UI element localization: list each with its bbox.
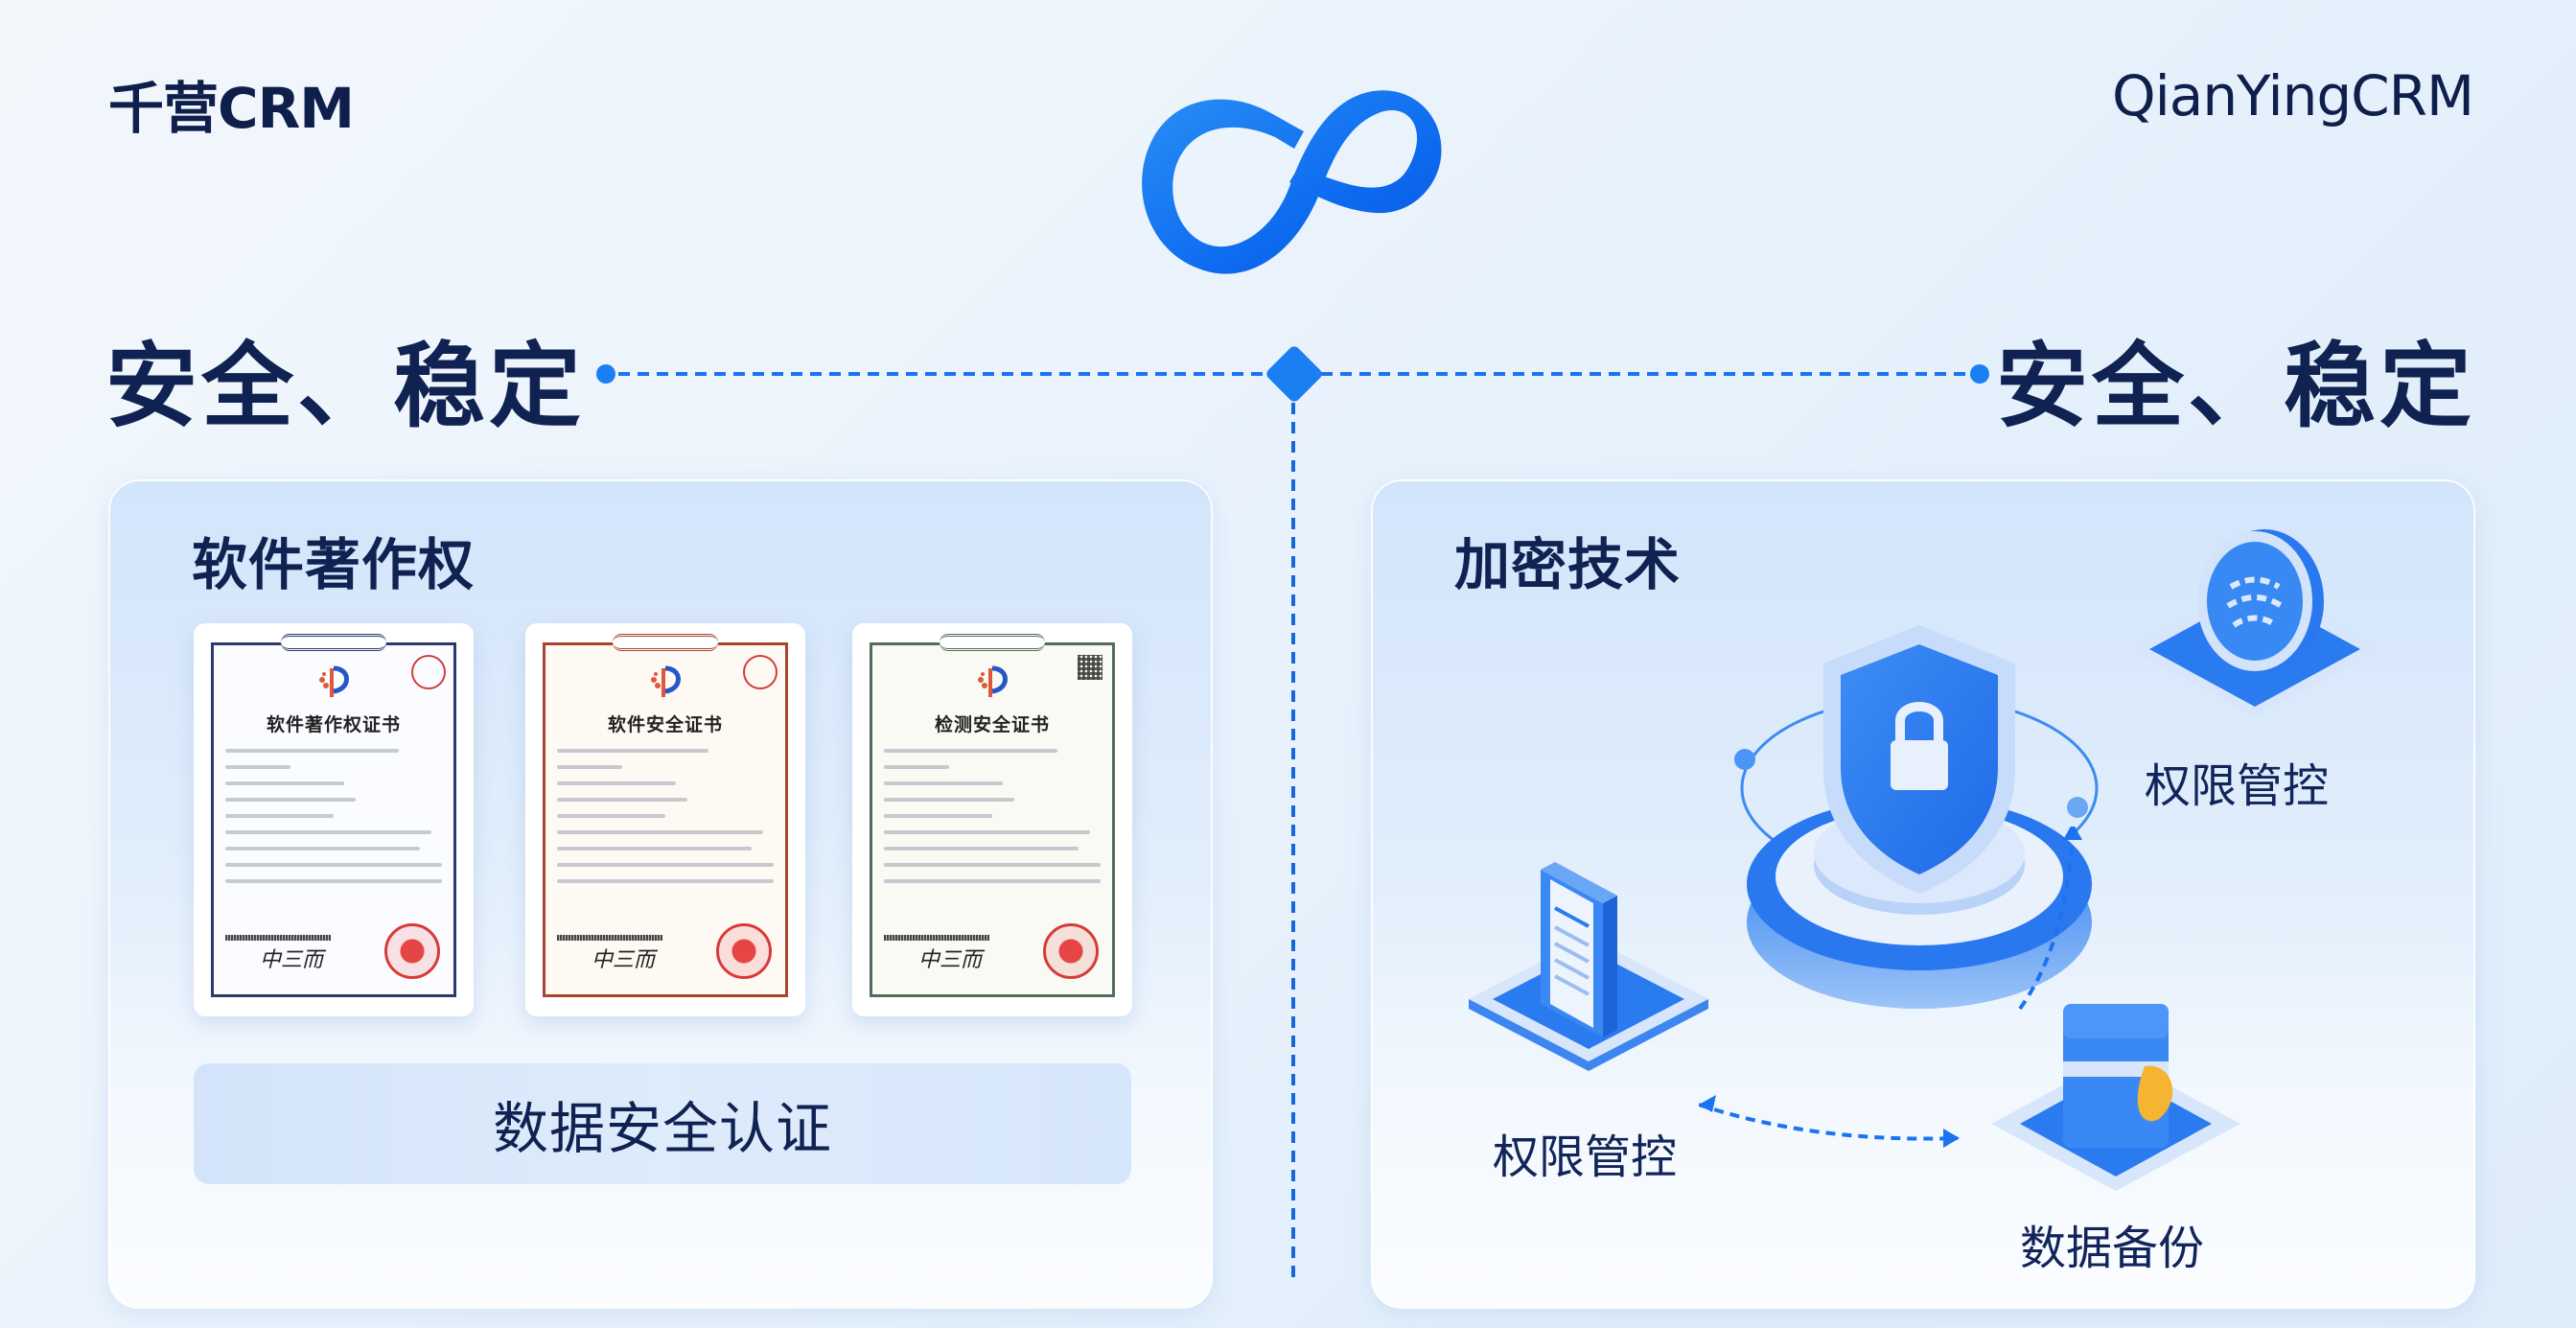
data-security-badge: 数据安全认证	[194, 1063, 1131, 1184]
dashed-connector-left	[618, 372, 1270, 376]
certificate-title: 软件著作权证书	[266, 714, 401, 735]
barcode-icon	[884, 935, 989, 941]
certificate-text-lines	[225, 749, 442, 896]
certificate-signature: 中三而	[592, 948, 656, 972]
copyright-panel: 软件著作权 软件著作权证书 中三而	[108, 479, 1213, 1309]
connector-dot-right	[1970, 364, 1989, 384]
emblem-icon	[651, 665, 681, 697]
node-label: 数据备份	[2020, 1222, 2205, 1275]
certificate-title: 检测安全证书	[934, 714, 1050, 735]
stamp-icon	[743, 655, 777, 689]
certificate-signature: 中三而	[260, 948, 324, 972]
document-icon	[1469, 862, 1708, 1071]
certificate-card[interactable]: 软件安全证书 中三而	[525, 623, 805, 1016]
official-seal-icon	[384, 923, 440, 979]
ornament-icon	[281, 634, 386, 651]
certificate-title: 软件安全证书	[607, 714, 723, 735]
dashed-divider-vertical	[1291, 403, 1295, 1280]
brand-name-cn: 千营CRM	[108, 76, 355, 141]
flow-arrows	[1699, 827, 2082, 1148]
barcode-icon	[557, 935, 662, 941]
infinity-logo-icon	[1142, 90, 1442, 274]
certificate-card[interactable]: 软件著作权证书 中三而	[194, 623, 474, 1016]
panel-title-copyright: 软件著作权	[192, 532, 476, 597]
qr-code-icon	[1078, 655, 1102, 680]
shield-lock-icon	[1734, 625, 2099, 1009]
official-seal-icon	[1043, 923, 1099, 979]
ornament-icon	[940, 634, 1045, 651]
center-diamond-icon	[1264, 343, 1325, 405]
official-seal-icon	[716, 923, 772, 979]
certificate-text-lines	[557, 749, 774, 896]
server-backup-icon	[1991, 1004, 2240, 1191]
certificate-text-lines	[884, 749, 1101, 896]
brand-name-en: QianYingCRM	[2112, 63, 2474, 128]
headline-left: 安全、稳定	[105, 333, 585, 440]
node-label: 权限管控	[1493, 1130, 1678, 1184]
emblem-icon	[978, 665, 1008, 697]
emblem-icon	[319, 665, 349, 697]
stamp-icon	[411, 655, 446, 689]
dashed-connector-right	[1321, 372, 1973, 376]
fingerprint-icon	[2130, 529, 2379, 716]
panel-title-encryption: 加密技术	[1454, 532, 1682, 597]
ornament-icon	[613, 634, 718, 651]
connector-dot-left	[596, 364, 615, 384]
certificate-signature: 中三而	[918, 948, 983, 972]
barcode-icon	[225, 935, 331, 941]
encryption-panel: 加密技术 权限管控	[1371, 479, 2475, 1309]
node-label: 权限管控	[2145, 759, 2330, 813]
certificate-card[interactable]: 检测安全证书 中三而	[852, 623, 1132, 1016]
headline-right: 安全、稳定	[1996, 333, 2475, 440]
